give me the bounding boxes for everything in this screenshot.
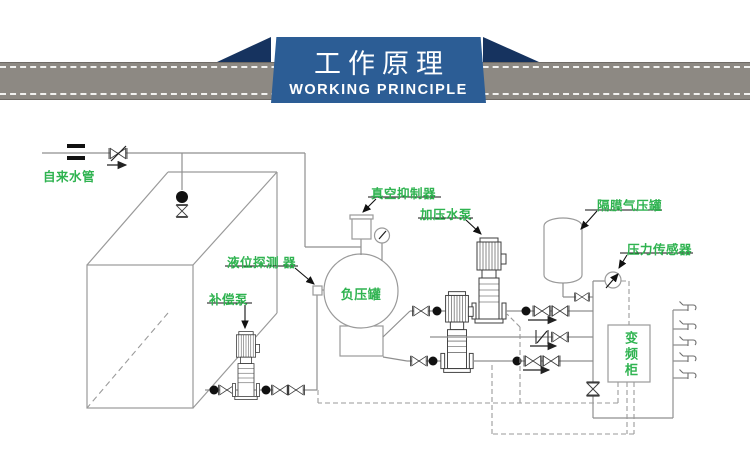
label-negative-pressure-tank: 负压罐 [340,287,382,302]
label-tap-water: 自来水管 [43,170,96,184]
label-pressure-pump: 加压水泵 [420,208,473,222]
valve-icon [271,384,289,396]
label-leaders [207,196,693,328]
label-vfd-cabinet: 变频柜 [623,331,638,379]
valve-icon [541,354,561,368]
suction-manifold [382,305,472,367]
pressure-gauge-icon [373,227,391,261]
label-vacuum-suppressor: 真空抑制器 [371,187,437,201]
negative-pressure-tank [312,214,399,357]
vfd-cabinet [607,324,651,383]
water-tank [86,171,278,409]
check-valve-icon [535,330,569,344]
valve-icon [574,292,590,302]
label-diaphragm-tank: 隔膜气压罐 [597,199,663,213]
pipe-break-icon [67,144,85,148]
city-water-pipe [42,144,361,248]
main-header-pipe [585,280,697,419]
inlet-valve-icon [108,145,128,162]
booster-pump-2-icon [440,291,474,373]
discharge-lines [430,304,593,375]
valve-icon [523,354,543,368]
vacuum-suppressor-icon [349,214,374,255]
valve-icon [532,304,552,318]
control-wiring [317,280,635,435]
float-valve-icon [175,153,189,218]
valve-icon [410,355,428,367]
pressure-sensor-icon [604,271,622,289]
drain-valve-icon [585,381,601,397]
diaphragm-tank [543,217,593,302]
level-detector-icon [312,285,323,296]
valve-icon [287,384,305,396]
label-level-detector: 液位探测 器 [227,256,296,270]
label-compensation-pump: 补偿泵 [209,293,249,307]
valve-icon [412,305,430,317]
pipe-break-icon [67,156,85,160]
valve-icon [550,304,570,318]
label-pressure-sensor: 压力传感器 [627,243,693,257]
header-banner: 工作原理 WORKING PRINCIPLE [271,37,486,103]
booster-pump-1-icon [471,237,507,324]
page-title: 工作原理 [314,49,450,79]
page-subtitle: WORKING PRINCIPLE [289,82,468,98]
